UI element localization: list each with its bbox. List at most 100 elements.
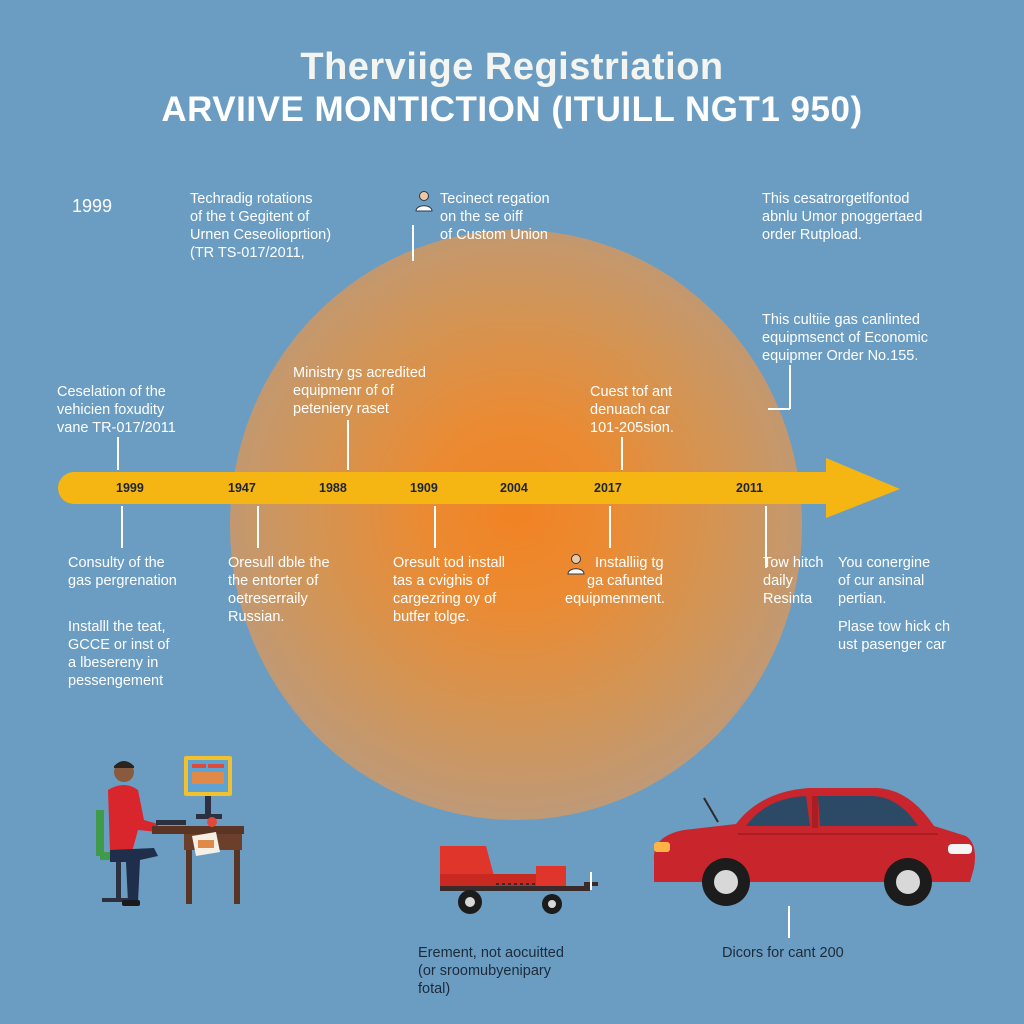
note-line: equipmenr of of xyxy=(293,383,394,399)
top-note-4: This cultiie gas canlinted equipmsenct o… xyxy=(762,311,928,365)
note-line: GCCE or inst of xyxy=(68,637,170,653)
note-line: Plase tow hick ch xyxy=(838,619,951,635)
timeline-year-2: 1947 xyxy=(228,481,256,495)
note-line: This cesatrorgetlfontod xyxy=(762,191,910,207)
trailer-cab xyxy=(440,846,494,876)
car-headlight xyxy=(948,844,972,854)
timeline-year-4: 1909 xyxy=(410,481,438,495)
bottom-connector-2 xyxy=(257,506,259,548)
mid-note-1: Ceselation of the vehicien foxudity vane… xyxy=(57,383,176,437)
person-icon xyxy=(567,553,585,580)
mid-note-2-connector xyxy=(347,420,349,470)
note-line: abnlu Umor pnoggertaed xyxy=(762,209,923,225)
note-line: Tow hitch xyxy=(763,555,824,571)
note-line: Installiig tg xyxy=(595,555,664,571)
title-line-2: ARVIIVE MONTICTION (ITUILL NGT1 950) xyxy=(161,90,863,129)
note-line: Oresull dble the xyxy=(228,555,330,571)
note-line: equipmer Order No.155. xyxy=(762,348,919,364)
note-line: 101-205sion. xyxy=(590,420,674,436)
note-line: butfer tolge. xyxy=(393,609,470,625)
person-icon xyxy=(415,190,433,217)
note-line: of the t Gegitent of xyxy=(190,209,310,225)
timeline-year-3: 1988 xyxy=(319,481,347,495)
note-line: cargezring oy of xyxy=(393,591,497,607)
note-line: ga cafunted xyxy=(587,573,663,589)
note-line: (or sroomubyenipary xyxy=(418,963,551,979)
note-line: fotal) xyxy=(418,981,451,997)
car-illustration xyxy=(653,788,975,906)
note-line: Oresult tod install xyxy=(393,555,506,571)
bottom-connector-5 xyxy=(765,506,767,568)
note-line: Resinta xyxy=(763,591,813,607)
bottom-note-5: Tow hitch daily Resinta xyxy=(763,554,823,608)
bottom-note-7: Plase tow hick ch ust pasenger car xyxy=(838,618,950,654)
note-line: denuach car xyxy=(590,402,670,418)
note-line: Erement, not aocuitted xyxy=(418,945,564,961)
chair-back xyxy=(96,810,104,856)
note-line: tas a cvighis of xyxy=(393,573,489,589)
top-note-1: Techradig rotations of the t Gegitent of… xyxy=(190,190,331,262)
bottom-connector-1 xyxy=(121,506,123,548)
note-line: peteniery raset xyxy=(293,401,389,417)
note-line: daily xyxy=(763,573,793,589)
note-line: Dicors for cant 200 xyxy=(722,945,844,961)
top-note-2: Tecinect regation on the se oiff of Cust… xyxy=(440,190,550,244)
bottom-note-2: Oresull dble the the entorter of oetrese… xyxy=(228,554,330,626)
note-line: You conergine xyxy=(838,555,931,571)
note-line: ust pasenger car xyxy=(838,637,947,653)
bottom-note-6: You conergine of cur ansinal pertian. xyxy=(838,554,930,608)
top-note-4-connector xyxy=(789,365,791,409)
note-line: equipmenment. xyxy=(565,591,665,607)
note-line: of cur ansinal xyxy=(838,573,925,589)
note-line: of Custom Union xyxy=(440,227,548,243)
person-at-desk-illustration xyxy=(96,756,244,906)
note-line: pertian. xyxy=(838,591,887,607)
note-line: Installl the teat, xyxy=(68,619,166,635)
person-pants xyxy=(110,848,158,902)
note-line: gas pergrenation xyxy=(68,573,177,589)
bottom-note-4: Installiig tg ga cafunted equipmenment. xyxy=(565,554,665,608)
note-line: Ceselation of the xyxy=(57,384,166,400)
note-line: a lbesereny in xyxy=(68,655,159,671)
mid-note-3-connector xyxy=(621,437,623,470)
note-line: Ministry gs acredited xyxy=(293,365,426,381)
desk-top xyxy=(152,826,244,834)
note-line: the entorter of xyxy=(228,573,319,589)
timeline-year-5: 2004 xyxy=(500,481,528,495)
car-antenna xyxy=(703,797,719,823)
note-line: Cuest tof ant xyxy=(590,384,673,400)
trailer-illustration xyxy=(440,846,598,914)
bottom-note-3: Oresult tod install tas a cvighis of car… xyxy=(393,554,505,626)
bottom-connector-3 xyxy=(434,506,436,548)
footer-note-2: Dicors for cant 200 xyxy=(722,944,844,962)
note-line: oetreserraily xyxy=(228,591,308,607)
mid-note-2: Ministry gs acredited equipmenr of of pe… xyxy=(293,364,426,418)
mid-note-3: Cuest tof ant denuach car 101-205sion. xyxy=(590,383,674,437)
trailer-box xyxy=(536,866,566,888)
timeline-year-6: 2017 xyxy=(594,481,622,495)
central-glow-circle xyxy=(230,230,802,820)
note-line: pessengement xyxy=(68,673,164,689)
car-taillight xyxy=(654,842,670,852)
note-line: equipmsenct of Economic xyxy=(762,330,929,346)
top-note-4-connector-h xyxy=(768,408,790,410)
corner-year: 1999 xyxy=(72,196,113,216)
note-line: Russian. xyxy=(228,609,285,625)
footer-note-1: Erement, not aocuitted (or sroomubyenipa… xyxy=(418,944,564,998)
bottom-connector-4 xyxy=(609,506,611,548)
note-line: This cultiie gas canlinted xyxy=(762,312,920,328)
note-line: Urnen Ceseolioprtion) xyxy=(190,227,332,243)
bottom-note-1: Consulty of the gas pergrenation xyxy=(68,554,177,590)
note-line: order Rutpload. xyxy=(762,227,862,243)
trailer-connector xyxy=(590,872,592,890)
timeline-year-7: 2011 xyxy=(736,481,764,495)
note-line: (TR TS-017/2011, xyxy=(190,245,305,261)
car-window-rear xyxy=(818,796,918,826)
note-line: on the se oiff xyxy=(440,209,523,225)
bottom-note-8: Installl the teat, GCCE or inst of a lbe… xyxy=(68,618,170,690)
car-window-front xyxy=(746,796,810,826)
top-note-3: This cesatrorgetlfontod abnlu Umor pnogg… xyxy=(762,190,922,244)
note-line: vehicien foxudity xyxy=(57,402,165,418)
timeline-arrow xyxy=(58,458,900,518)
top-note-2-connector xyxy=(412,225,414,261)
